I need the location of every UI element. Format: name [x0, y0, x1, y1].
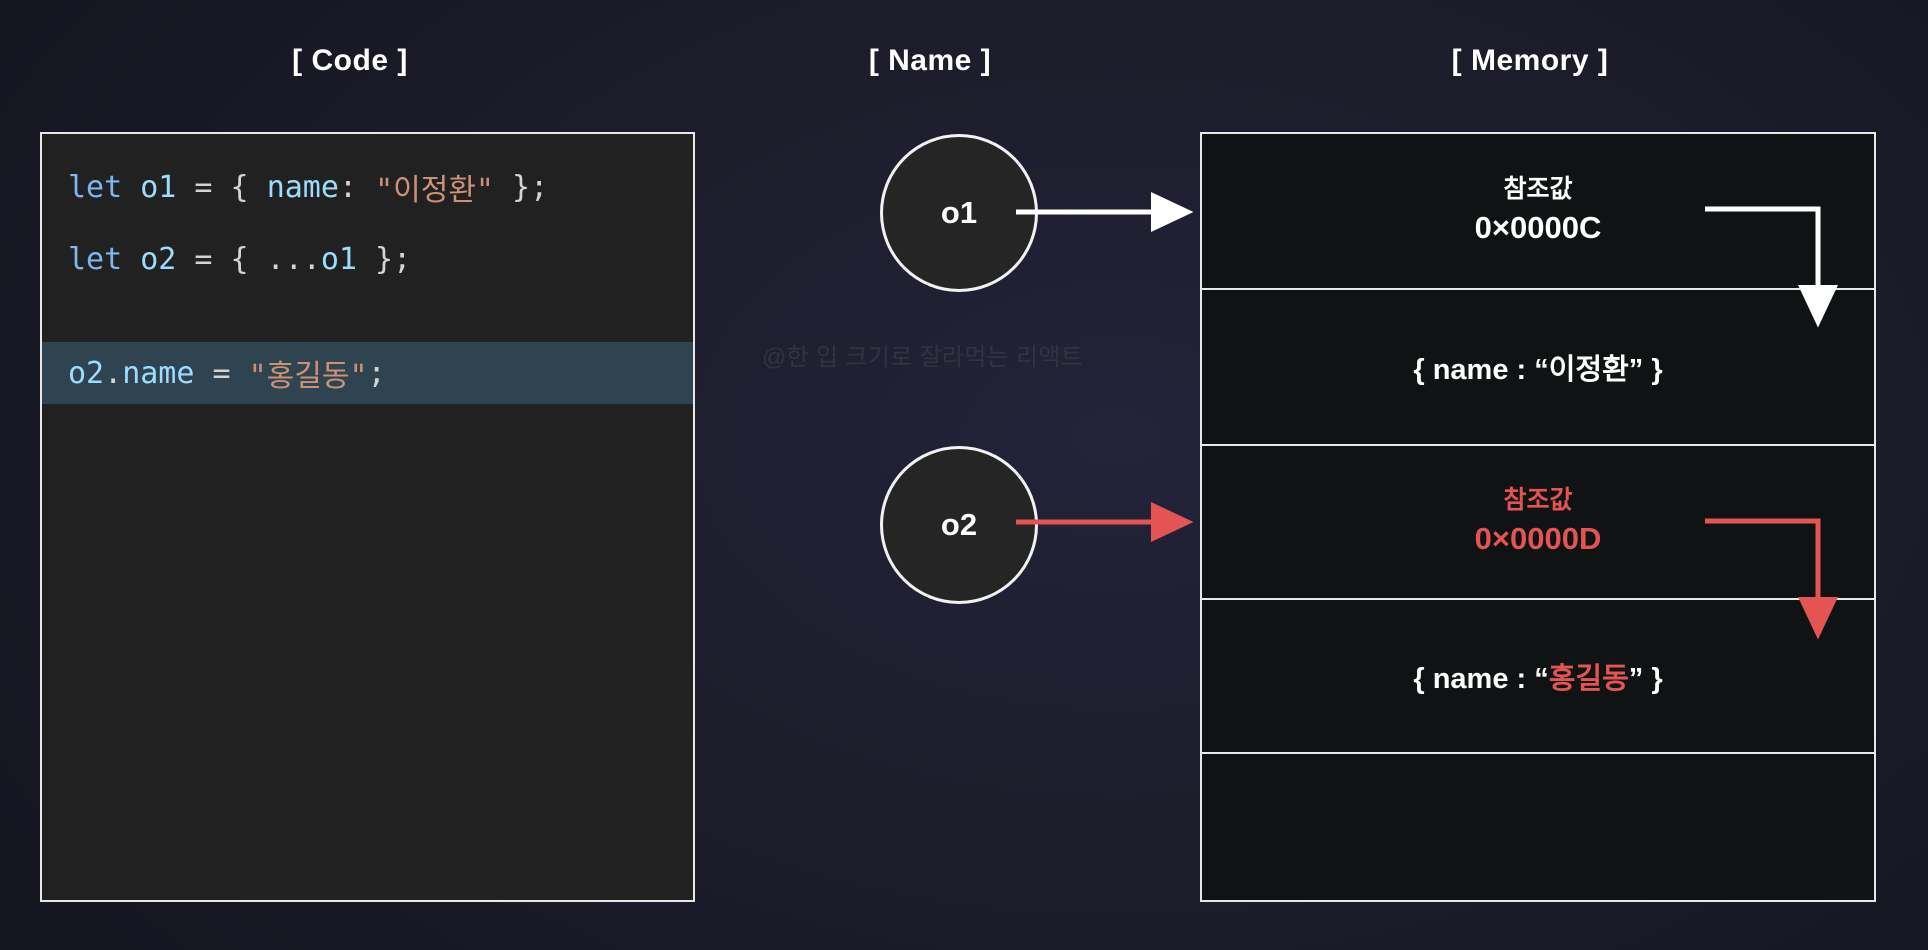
object-literal-prefix: { name : “ [1413, 354, 1549, 386]
code-token: o1 [140, 169, 177, 205]
memory-row: 참조값 0×0000D [1202, 444, 1874, 598]
code-panel: let o1 = { name: "이정환" }; let o2 = { ...… [40, 132, 695, 902]
code-token: ; [367, 355, 386, 391]
code-token: o2 [68, 355, 105, 391]
column-title-name: [ Name ] [868, 44, 992, 77]
variable-node-o1: o1 [880, 134, 1038, 292]
code-token: name [122, 355, 195, 391]
code-token: let [68, 169, 123, 205]
object-literal-suffix: ” } [1628, 663, 1663, 695]
code-token: . [104, 355, 123, 391]
memory-row-object: { name : “홍길동” } [1413, 655, 1662, 697]
code-token: "이정환" [375, 173, 494, 208]
code-token: name [266, 169, 339, 205]
code-token: let [68, 241, 123, 277]
memory-row-object: { name : “이정환” } [1413, 346, 1662, 388]
memory-panel: 참조값 0×0000C { name : “이정환” } 참조값 0×0000D… [1200, 132, 1876, 902]
variable-node-o2: o2 [880, 446, 1038, 604]
memory-row-address: 0×0000D [1474, 520, 1602, 556]
code-token: "홍길동" [248, 359, 368, 394]
object-literal-suffix: ” } [1628, 354, 1663, 386]
column-title-memory: [ Memory ] [1451, 44, 1609, 77]
code-token [122, 170, 140, 205]
code-line: let o2 = { ...o1 }; [42, 228, 693, 290]
memory-row-empty [1202, 752, 1874, 900]
code-token: o1 [320, 241, 357, 277]
code-token: }; [494, 169, 549, 205]
object-literal-value: 홍길동 [1548, 663, 1629, 695]
code-token: o2 [140, 241, 177, 277]
object-literal-value: 이정환 [1548, 354, 1629, 386]
code-token: : [338, 169, 376, 205]
code-token: = { [176, 169, 267, 205]
code-token: }; [357, 241, 412, 277]
memory-row: { name : “이정환” } [1202, 288, 1874, 444]
variable-node-o1-label: o1 [940, 195, 978, 230]
code-line-highlighted: o2.name = "홍길동"; [42, 342, 693, 404]
watermark-text: @한 입 크기로 잘라먹는 리액트 [762, 344, 1084, 371]
memory-row-label: 참조값 [1503, 486, 1573, 515]
memory-row: 참조값 0×0000C [1202, 134, 1874, 288]
code-token [122, 242, 140, 277]
variable-node-o2-label: o2 [940, 507, 978, 542]
code-token: = { ... [176, 241, 321, 277]
code-line: let o1 = { name: "이정환" }; [42, 156, 693, 218]
memory-row-label: 참조값 [1503, 175, 1573, 204]
memory-row-address: 0×0000C [1474, 209, 1602, 245]
code-token: = [194, 355, 249, 391]
memory-row: { name : “홍길동” } [1202, 598, 1874, 752]
column-title-code: [ Code ] [292, 44, 408, 77]
object-literal-prefix: { name : “ [1413, 663, 1549, 695]
